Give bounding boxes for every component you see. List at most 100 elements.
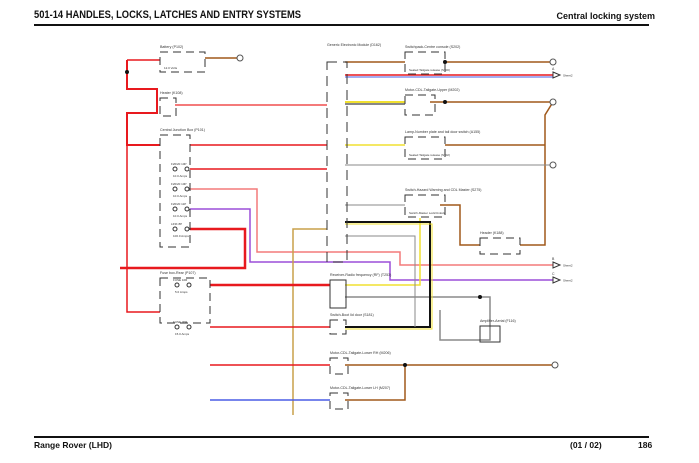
offpage-arrow-icon bbox=[552, 276, 562, 284]
fuse-rating: 100.0 Amps bbox=[173, 234, 189, 238]
offpage-label: C bbox=[552, 272, 555, 276]
footer-model: Range Rover (LHD) bbox=[34, 440, 112, 450]
fuse-label: F20/20 10P bbox=[171, 182, 187, 186]
wire-yellow bbox=[345, 218, 421, 286]
wire-pink bbox=[190, 188, 553, 266]
heater-box bbox=[159, 97, 177, 117]
wire-brown bbox=[440, 204, 480, 246]
offpage-ref: Sheet2 bbox=[563, 74, 573, 78]
lamp-switch-label: Lamp-Number plate and tail door switch (… bbox=[405, 130, 480, 134]
switchpack-label: Switchpack-Centre console (S202) bbox=[405, 45, 460, 49]
splice-dot bbox=[125, 70, 129, 74]
hazard-switch-box bbox=[404, 194, 446, 218]
rear-fusebox-box bbox=[159, 277, 211, 324]
battery-sublabel: 12.0 Volts bbox=[164, 66, 178, 70]
splice-dot bbox=[443, 100, 447, 104]
header-k188-box bbox=[479, 237, 521, 255]
wire-grey bbox=[345, 235, 416, 327]
fuse-rating: 10.0 Amps bbox=[173, 174, 188, 178]
wire-yellow bbox=[345, 223, 433, 330]
ground-icon bbox=[549, 58, 557, 66]
header-rule bbox=[34, 24, 649, 26]
header-k188-label: Header (K188) bbox=[480, 231, 504, 235]
boot-switch-box bbox=[329, 319, 347, 335]
fuse-label: LINK 8P bbox=[171, 222, 182, 226]
switchpack-box bbox=[404, 51, 446, 75]
fuse-label: F20/20 10P bbox=[171, 162, 187, 166]
page-title: 501-14 HANDLES, LOCKS, LATCHES AND ENTRY… bbox=[34, 9, 302, 21]
boot-switch-label: Switch-Boot lid door (S181) bbox=[330, 313, 374, 317]
battery-box bbox=[159, 51, 206, 73]
splice-dot bbox=[403, 363, 407, 367]
motor-upper-label: Motor-CDL-Tailgate-Upper (M202) bbox=[405, 88, 460, 92]
section-title: Central locking system bbox=[556, 11, 655, 21]
fuse-label: FUSE 10R bbox=[173, 278, 188, 282]
fuse-icon bbox=[172, 206, 178, 212]
ground-icon bbox=[549, 161, 557, 169]
cjb-box bbox=[159, 134, 191, 248]
receiver-label: Receiver-Radio frequency (RF) (T253) bbox=[330, 273, 391, 277]
fuse-icon bbox=[186, 324, 192, 330]
fuse-icon bbox=[172, 166, 178, 172]
wire-red bbox=[126, 60, 160, 146]
hazard-switch-sublabel: Switch-Master Lock/Unlock bbox=[409, 211, 446, 215]
offpage-arrow-icon bbox=[552, 261, 562, 269]
ground-icon bbox=[551, 361, 559, 369]
fuse-icon bbox=[184, 206, 190, 212]
fuse-rating: 10.0 Amps bbox=[173, 194, 188, 198]
motor-upper-box bbox=[404, 94, 436, 116]
wire-red bbox=[126, 145, 160, 313]
fuse-icon bbox=[184, 166, 190, 172]
offpage-label: A bbox=[552, 67, 555, 71]
receiver-box bbox=[329, 279, 347, 309]
motor-rh-label: Motor-CDL-Tailgate-Lower RH (M206) bbox=[330, 351, 391, 355]
offpage-arrow-icon bbox=[552, 71, 562, 79]
footer-page: 186 bbox=[638, 440, 653, 450]
wire-red bbox=[120, 227, 247, 270]
fuse-label: FUSE 30R bbox=[173, 320, 188, 324]
footer-rule bbox=[34, 436, 649, 438]
footer-sheet: (01 / 02) bbox=[570, 440, 602, 450]
offpage-label: B bbox=[552, 257, 555, 261]
gem-label: Generic Electronic Module (D162) bbox=[327, 43, 381, 47]
cjb-label: Central Junction Box (P101) bbox=[160, 128, 205, 132]
fuse-label: F20/20 11P bbox=[171, 202, 186, 206]
offpage-ref: Sheet2 bbox=[563, 279, 573, 283]
fuse-icon bbox=[172, 186, 178, 192]
lamp-switch-sublabel: Sealed Tailgate release (S702) bbox=[409, 153, 450, 157]
wire-purple bbox=[190, 208, 553, 281]
switchpack-sublabel: Sealed Tailgate release (S700) bbox=[409, 68, 450, 72]
ground-icon bbox=[236, 54, 244, 62]
fuse-icon bbox=[184, 186, 190, 192]
fuse-icon bbox=[174, 282, 180, 288]
fuse-rating: 10.0 Amps bbox=[173, 214, 188, 218]
fuse-icon bbox=[172, 226, 178, 232]
wire-brown bbox=[345, 365, 406, 401]
lamp-switch-box bbox=[404, 136, 446, 160]
hazard-switch-label: Switch-Hazard Warning and CDL Master (S2… bbox=[405, 188, 481, 192]
battery-label: Battery (P102) bbox=[160, 45, 183, 49]
splice-dot bbox=[443, 60, 447, 64]
fuse-icon bbox=[186, 282, 192, 288]
heater-label: Heater (K108) bbox=[160, 91, 183, 95]
fuse-icon bbox=[174, 324, 180, 330]
amplifier-box bbox=[479, 325, 501, 343]
wire-tan bbox=[292, 228, 327, 415]
splice-dot bbox=[478, 295, 482, 299]
amplifier-label: Amplifier-Aerial (F116) bbox=[480, 319, 516, 323]
wire-black bbox=[345, 221, 431, 328]
wire-brown bbox=[430, 101, 555, 246]
motor-lh-label: Motor-CDL-Tailgate-Lower LH (M207) bbox=[330, 386, 390, 390]
offpage-ref: Sheet2 bbox=[563, 264, 573, 268]
ground-icon bbox=[549, 98, 557, 106]
motor-lh-box bbox=[329, 392, 349, 410]
rear-fusebox-label: Fuse box-Rear (P107) bbox=[160, 271, 196, 275]
wire-grey bbox=[345, 296, 491, 341]
fuse-rating: 15.0 Amps bbox=[175, 332, 190, 336]
fuse-rating: 5.0 Amps bbox=[175, 290, 188, 294]
fuse-icon bbox=[184, 226, 190, 232]
motor-rh-box bbox=[329, 357, 349, 375]
gem-box bbox=[326, 61, 348, 263]
